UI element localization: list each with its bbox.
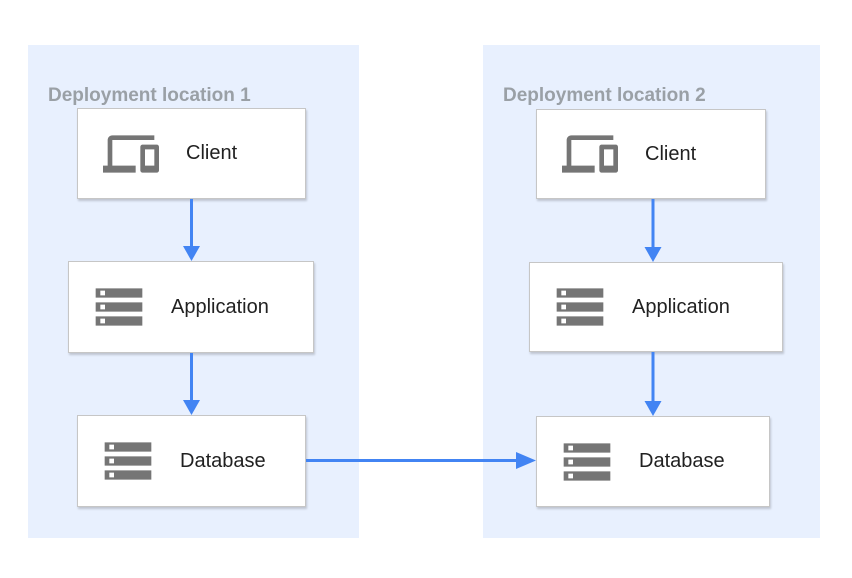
devices-icon: [559, 126, 621, 182]
node-application-1: Application: [68, 261, 314, 353]
panel-title: Deployment location 2: [503, 84, 706, 106]
node-label: Application: [171, 295, 269, 318]
node-database-2: Database: [536, 416, 770, 507]
node-client-2: Client: [536, 109, 766, 199]
node-label: Database: [639, 450, 725, 472]
node-application-2: Application: [529, 262, 783, 352]
node-database-1: Database: [77, 415, 306, 507]
node-label: Database: [180, 449, 266, 472]
node-label: Client: [645, 142, 697, 165]
node-client-1: Client: [77, 108, 306, 199]
node-label: Application: [632, 295, 730, 318]
node-label: Client: [186, 142, 238, 164]
storage-icon: [552, 278, 608, 336]
storage-icon: [91, 278, 147, 336]
storage-icon: [559, 433, 615, 491]
storage-icon: [100, 432, 156, 490]
devices-icon: [100, 126, 162, 182]
panel-title: Deployment location 1: [48, 84, 251, 106]
